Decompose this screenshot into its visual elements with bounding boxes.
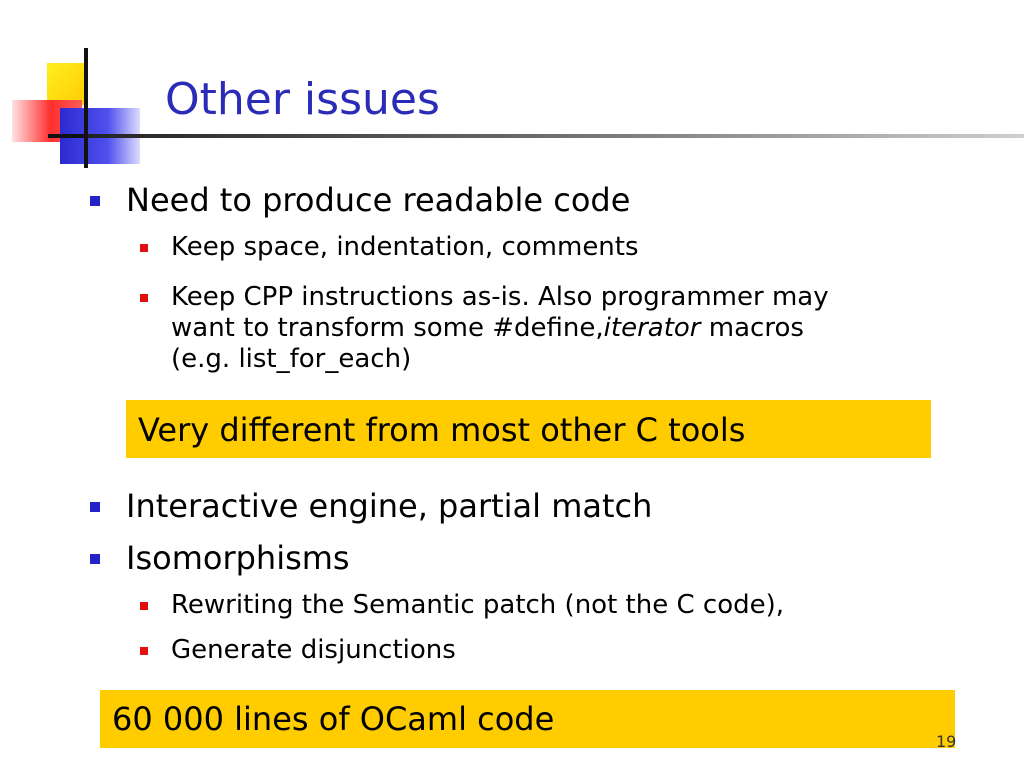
line2-italic-iterator: iterator <box>603 313 701 343</box>
callout-ocaml-lines: 60 000 lines of OCaml code <box>100 690 955 748</box>
slide-logo <box>0 0 160 170</box>
subbullet-square-icon <box>140 647 148 655</box>
bullet-text: Isomorphisms <box>126 539 350 577</box>
logo-vertical-line <box>84 48 88 168</box>
page-number: 19 <box>936 732 957 751</box>
logo-yellow-square <box>47 63 87 105</box>
subbullet-text: Generate disjunctions <box>171 635 456 665</box>
subbullet-text: Keep space, indentation, comments <box>171 232 639 262</box>
bullet-text: Need to produce readable code <box>126 181 631 219</box>
subbullet-square-icon <box>140 294 148 302</box>
title-divider <box>88 134 1024 138</box>
subbullet-square-icon <box>140 244 148 252</box>
subbullet-text: Rewriting the Semantic patch (not the C … <box>171 590 785 620</box>
line2-part-a: want to transform some #define, <box>171 313 604 343</box>
subbullet-square-icon <box>140 602 148 610</box>
subbullet-line-1: Keep CPP instructions as-is. Also progra… <box>171 282 829 312</box>
bullet-square-icon <box>90 196 100 206</box>
subbullet-line-3: (e.g. list_for_each) <box>171 344 412 374</box>
subbullet-text-block: Keep CPP instructions as-is. Also progra… <box>171 282 829 375</box>
line2-part-b: macros <box>700 313 804 343</box>
callout-different-tools: Very different from most other C tools <box>126 400 931 458</box>
slide-title: Other issues <box>165 74 440 125</box>
bullet-text: Interactive engine, partial match <box>126 487 653 525</box>
subbullet-line-2: want to transform some #define,iterator … <box>171 313 829 344</box>
callout-text: 60 000 lines of OCaml code <box>112 700 555 738</box>
bullet-square-icon <box>90 502 100 512</box>
callout-text: Very different from most other C tools <box>138 411 746 449</box>
bullet-square-icon <box>90 554 100 564</box>
